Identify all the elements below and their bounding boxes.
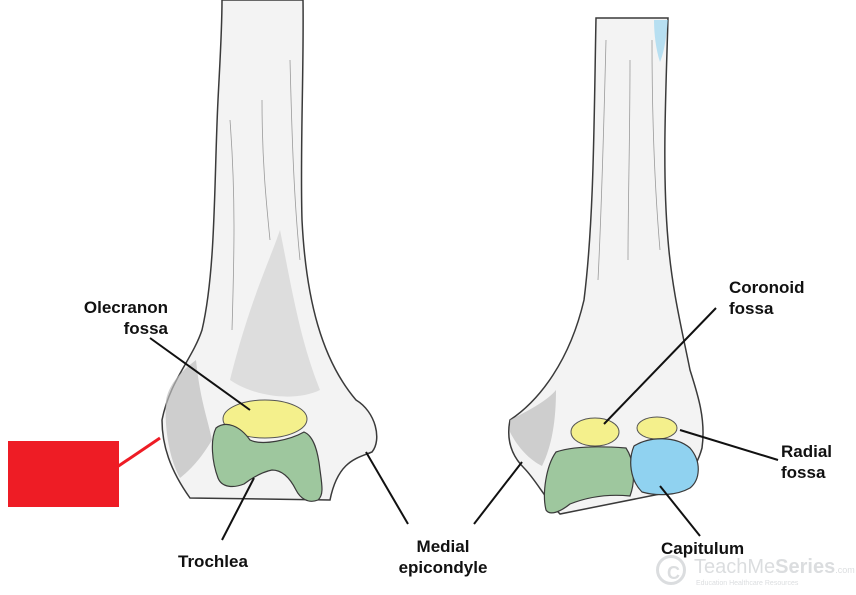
watermark-brand-bold: Series (775, 556, 836, 578)
watermark-brand-light: TeachMe (694, 556, 776, 578)
leader-medial-epicondyle-left (365, 451, 409, 525)
label-medial-epicondyle: Medial epicondyle (380, 536, 506, 578)
trochlea-shape (211, 423, 323, 502)
olecranon-fossa-shape (222, 399, 308, 439)
red-marker-line (116, 436, 161, 469)
label-olecranon-fossa-line1: Olecranon (83, 298, 168, 317)
copyright-icon: C (656, 555, 686, 585)
label-capitulum: Capitulum (661, 538, 744, 559)
label-radial-fossa: Radial fossa (781, 441, 832, 483)
anterior-shading (510, 390, 556, 466)
label-olecranon-fossa-line2: fossa (123, 319, 168, 338)
leader-coronoid-fossa (603, 307, 717, 425)
label-trochlea-text: Trochlea (178, 552, 248, 571)
label-radial-fossa-line1: Radial (781, 442, 833, 461)
shaft-hatching (229, 59, 301, 331)
watermark-suffix: .com (835, 565, 855, 575)
leader-capitulum (659, 485, 701, 537)
hidden-label-box (8, 441, 119, 507)
anterior-humerus (508, 17, 704, 515)
posterior-humerus (161, 0, 378, 502)
leader-radial-fossa (679, 429, 779, 461)
label-coronoid-fossa: Coronoid fossa (729, 277, 805, 319)
label-olecranon-fossa: Olecranon fossa (30, 297, 168, 339)
label-medial-epicondyle-line1: Medial (416, 537, 470, 556)
capitulum-shape (630, 438, 699, 496)
coronoid-fossa-shape (570, 417, 620, 447)
watermark-tagline: Education Healthcare Resources (696, 580, 799, 587)
label-medial-epicondyle-line2: epicondyle (398, 558, 488, 577)
blue-tint-edge (654, 20, 668, 62)
label-radial-fossa-line2: fossa (781, 463, 826, 482)
label-coronoid-fossa-line1: Coronoid (729, 278, 805, 297)
watermark: C TeachMeSeries.com Education Healthcare… (656, 553, 856, 593)
anterior-hatching (597, 39, 661, 281)
label-coronoid-fossa-line2: fossa (729, 299, 774, 318)
leader-trochlea (221, 477, 255, 541)
leader-medial-epicondyle-right (473, 461, 523, 525)
leader-olecranon-fossa (149, 337, 251, 411)
leader-lines (149, 307, 779, 541)
label-trochlea: Trochlea (178, 551, 248, 572)
radial-fossa-shape (636, 416, 678, 440)
trochlea-anterior-shape (543, 446, 635, 514)
olecranon-shading (230, 230, 320, 397)
watermark-brand: TeachMeSeries.com (694, 556, 855, 579)
anterior-humerus-bone (508, 17, 704, 515)
posterior-humerus-bone (161, 0, 378, 501)
label-capitulum-text: Capitulum (661, 539, 745, 558)
posterior-shading (165, 360, 212, 478)
